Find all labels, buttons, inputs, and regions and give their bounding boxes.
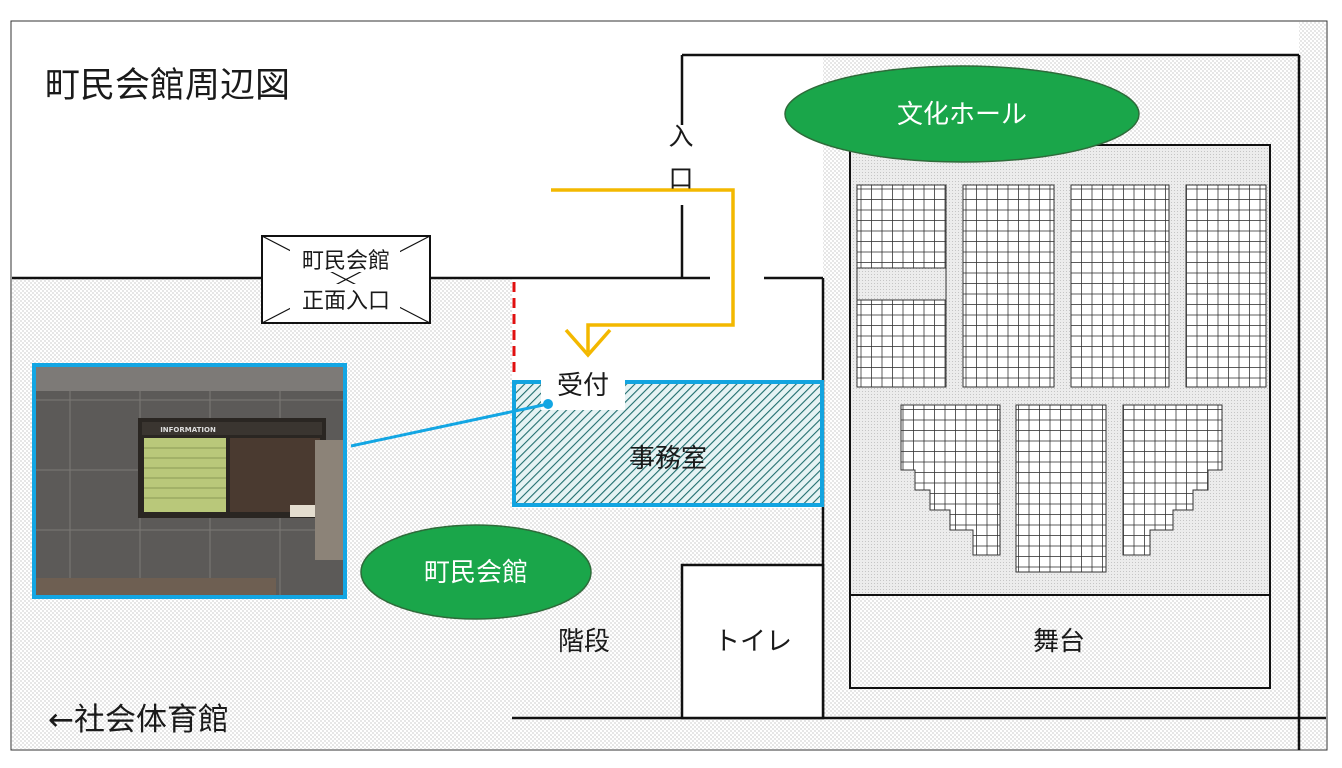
stage-label: 舞台 bbox=[1033, 627, 1085, 657]
hall-badge: 文化ホール bbox=[784, 65, 1140, 163]
reception-point bbox=[543, 399, 553, 409]
seat-block-3 bbox=[1070, 184, 1170, 388]
seat-block-4 bbox=[1185, 184, 1267, 388]
stairs-label: 階段 bbox=[558, 627, 610, 657]
entrance-label-char1: 入 bbox=[668, 122, 693, 151]
entrance-label-char2: 口 bbox=[668, 164, 693, 193]
seat-block-1 bbox=[856, 184, 947, 388]
map-title: 町民会館周辺図 bbox=[45, 66, 290, 106]
stage-area bbox=[849, 594, 1271, 689]
front-entrance-label-2: 正面入口 bbox=[302, 289, 390, 314]
route-arrow bbox=[551, 188, 735, 358]
reception-label: 受付 bbox=[557, 371, 609, 401]
front-entrance-box: 町民会館 正面入口 bbox=[261, 235, 431, 324]
gym-direction-label: ←社会体育館 bbox=[48, 702, 229, 738]
kaikan-badge-label: 町民会館 bbox=[424, 558, 528, 588]
kaikan-badge: 町民会館 bbox=[360, 524, 592, 620]
photo-sign-text: INFORMATION bbox=[160, 426, 216, 434]
seat-block-7 bbox=[1122, 404, 1223, 556]
seat-block-5 bbox=[900, 404, 1001, 556]
callout-line bbox=[350, 402, 549, 448]
seat-blocks bbox=[856, 184, 1267, 573]
seat-block-2 bbox=[962, 184, 1055, 388]
front-entrance-label-1: 町民会館 bbox=[302, 249, 390, 274]
office-label: 事務室 bbox=[629, 444, 707, 474]
hall-badge-label: 文化ホール bbox=[897, 100, 1027, 130]
reception-label-bg bbox=[541, 360, 625, 410]
reception-photo: INFORMATION bbox=[32, 363, 347, 599]
seat-block-6 bbox=[1015, 404, 1107, 573]
toilet-label: トイレ bbox=[714, 627, 792, 657]
